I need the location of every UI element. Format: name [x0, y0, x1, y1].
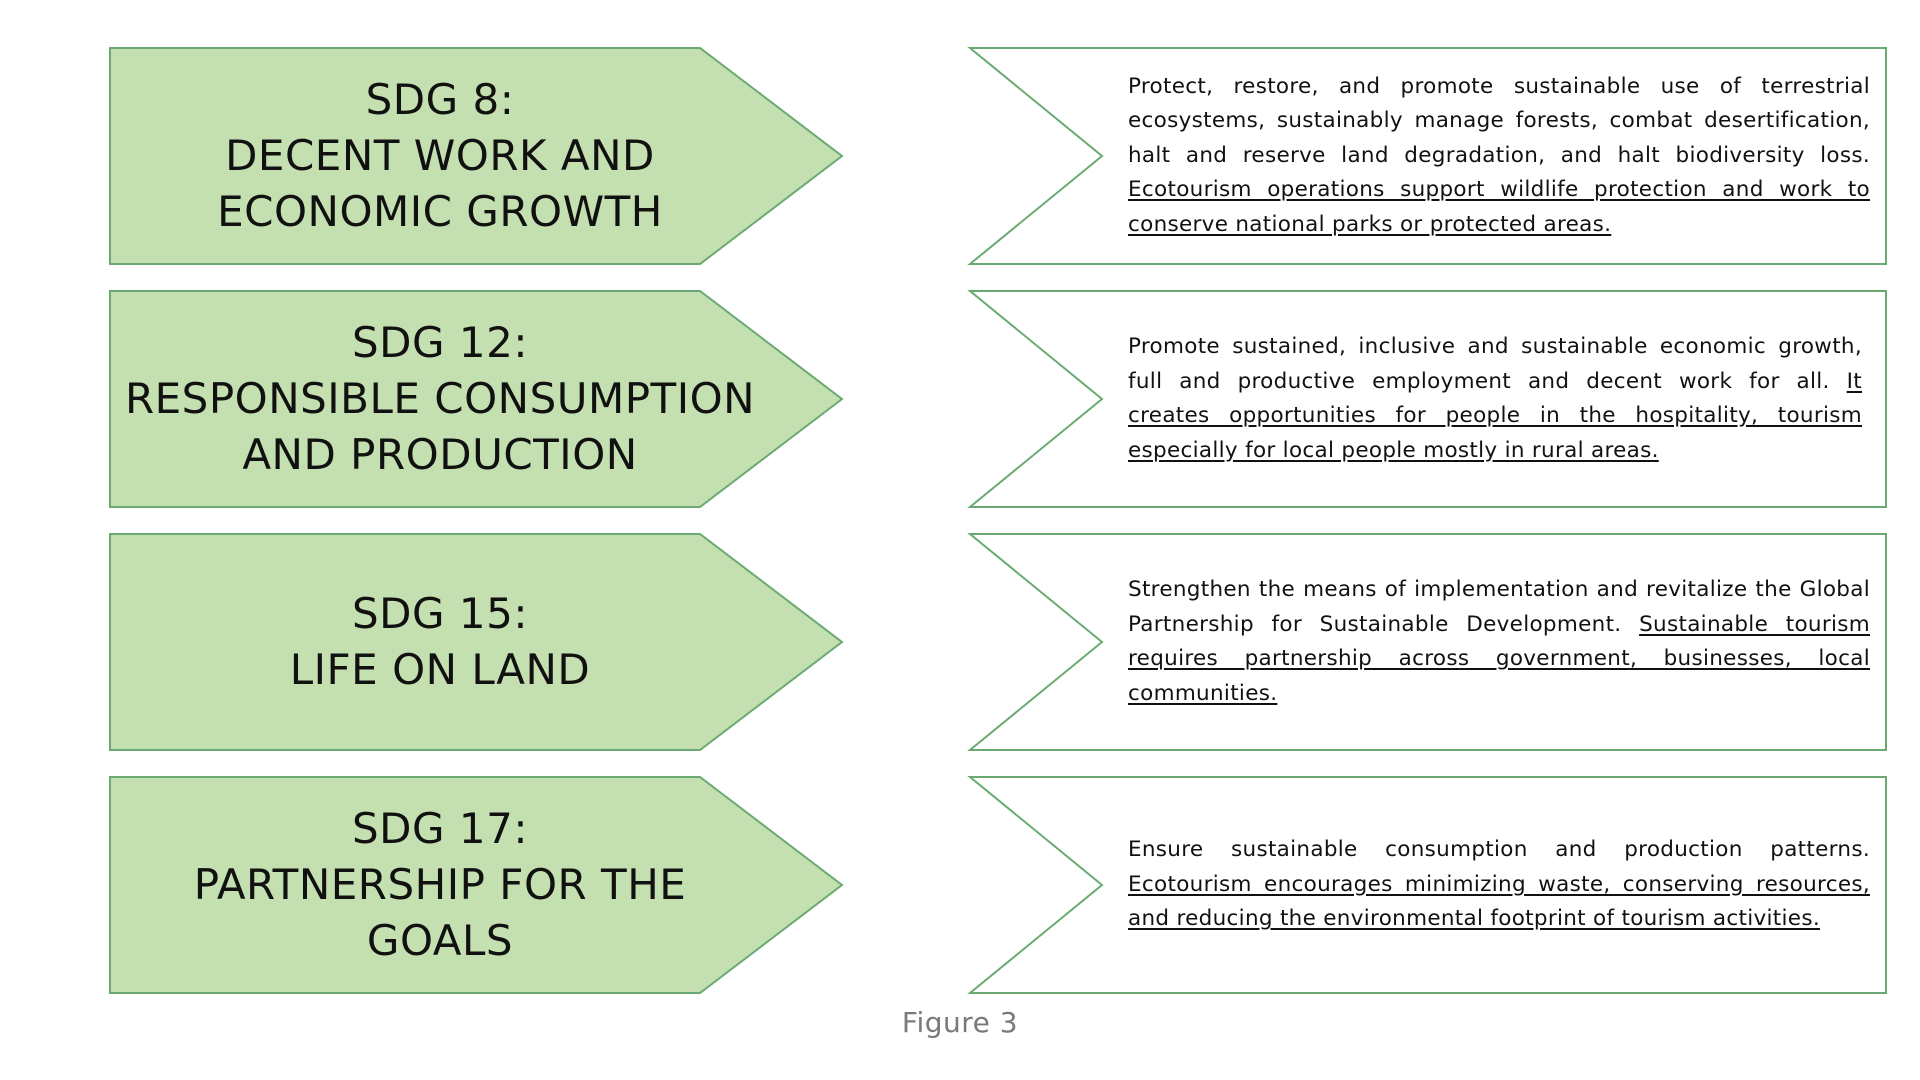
- sdg-8-name-line2: ECONOMIC GROWTH: [217, 187, 663, 236]
- sdg-15-title: SDG 15: LIFE ON LAND: [110, 534, 770, 750]
- sdg-8-description-box: [967, 47, 1887, 265]
- sdg-17-description-text: Ensure sustainable consumption and produ…: [1128, 837, 1870, 863]
- sdg-12-description-box: [967, 290, 1887, 508]
- sdg-12-description-highlight: It creates opportunities for people in t…: [1128, 368, 1862, 463]
- sdg-15-description-text: Strengthen the means of implementation a…: [1128, 577, 1870, 637]
- sdg-15-description-box: [967, 533, 1887, 751]
- sdg-15-description-highlight: Sustainable tourism requires partnership…: [1128, 611, 1871, 706]
- sdg-12-number: SDG 12:: [352, 318, 528, 367]
- sdg-15-name-line1: LIFE ON LAND: [289, 645, 591, 694]
- sdg-8-name-line1: DECENT WORK AND: [225, 131, 655, 180]
- sdg-17-description-box: [967, 776, 1887, 994]
- sdg-17-arrow: [109, 776, 844, 994]
- sdg-17-number: SDG 17:: [352, 804, 528, 853]
- sdg-17-name-line1: PARTNERSHIP FOR THE: [193, 860, 687, 909]
- sdg-15-description: Strengthen the means of implementation a…: [1128, 534, 1870, 750]
- sdg-12-name-line1: RESPONSIBLE CONSUMPTION: [124, 374, 756, 423]
- sdg-8-arrow: [109, 47, 844, 265]
- sdg-8-description-highlight: Ecotourism operations support wildlife p…: [1128, 177, 1870, 237]
- sdg-17-name-line2: GOALS: [366, 916, 514, 965]
- sdg-12-description: Promote sustained, inclusive and sustain…: [1128, 291, 1862, 507]
- sdg-8-title: SDG 8: DECENT WORK AND ECONOMIC GROWTH: [110, 48, 770, 264]
- sdg-12-arrow: [109, 290, 844, 508]
- figure-caption: Figure 3: [901, 1006, 1019, 1039]
- sdg-15-arrow: [109, 533, 844, 751]
- sdg-15-number: SDG 15:: [352, 589, 528, 638]
- sdg-8-number: SDG 8:: [365, 75, 515, 124]
- sdg-8-description-text: Protect, restore, and promote sustainabl…: [1128, 73, 1870, 168]
- sdg-17-description: Ensure sustainable consumption and produ…: [1128, 777, 1870, 993]
- sdg-8-description: Protect, restore, and promote sustainabl…: [1128, 48, 1870, 264]
- sdg-12-title: SDG 12: RESPONSIBLE CONSUMPTION AND PROD…: [110, 291, 770, 507]
- sdg-12-name-line2: AND PRODUCTION: [242, 430, 638, 479]
- sdg-17-description-highlight: Ecotourism encourages minimizing waste, …: [1128, 871, 1870, 932]
- sdg-12-description-text: Promote sustained, inclusive and sustain…: [1128, 334, 1862, 394]
- sdg-17-title: SDG 17: PARTNERSHIP FOR THE GOALS: [110, 777, 770, 993]
